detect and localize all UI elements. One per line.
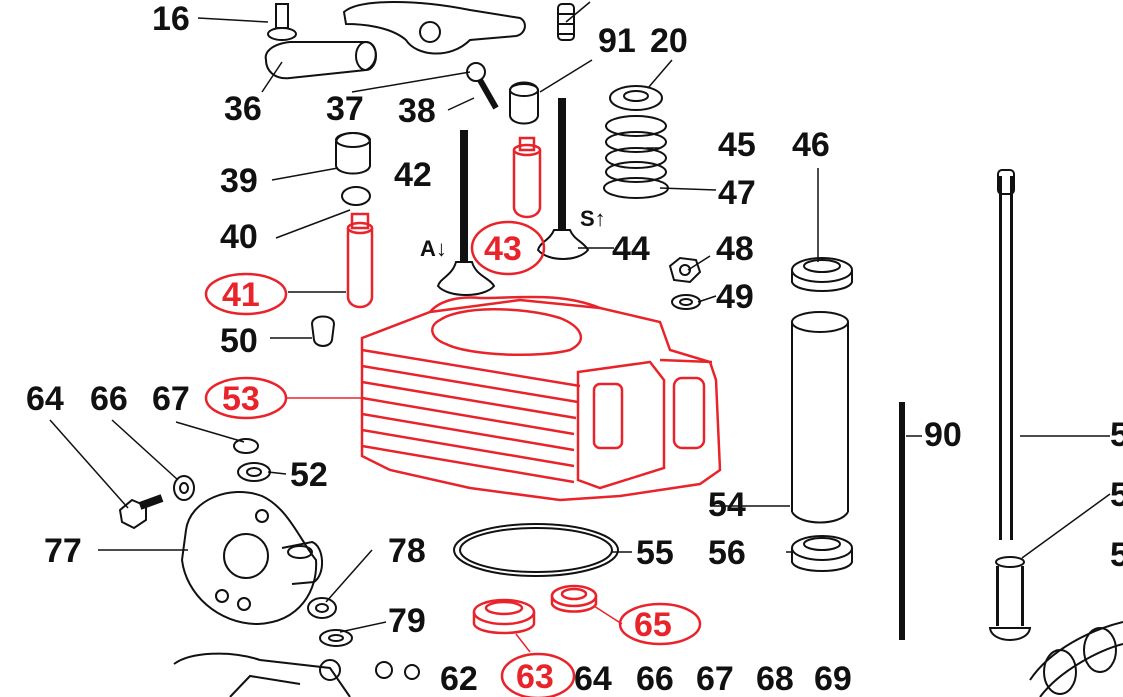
label-49: 49 <box>716 278 754 316</box>
seal-63 <box>472 598 536 635</box>
label-44: 44 <box>612 230 650 268</box>
label-69: 69 <box>814 660 852 697</box>
label-56: 56 <box>708 534 746 572</box>
valve-42 <box>436 130 496 296</box>
cap-39 <box>335 132 371 175</box>
cylinder-head-53 <box>360 295 722 502</box>
label-64-bottom: 64 <box>574 660 612 697</box>
callout-ring-43 <box>470 220 546 276</box>
washer-66 <box>173 475 195 501</box>
label-39: 39 <box>220 162 258 200</box>
label-91: 91 <box>598 22 636 60</box>
seal-78 <box>307 597 337 619</box>
gasket-55 <box>453 523 619 577</box>
label-48: 48 <box>716 230 754 268</box>
liner-54 <box>791 311 849 524</box>
label-52: 52 <box>290 456 328 494</box>
circlip-40 <box>341 186 371 206</box>
label-78: 78 <box>388 532 426 570</box>
callout-ring-41 <box>204 272 288 316</box>
adjust-screw-38 <box>466 62 499 110</box>
rocker-shaft-36 <box>264 41 377 80</box>
nut-48 <box>668 256 702 284</box>
label-46: 46 <box>792 126 830 164</box>
label-43: 43 <box>484 230 522 268</box>
label-68: 68 <box>756 660 794 697</box>
label-67-bottom: 67 <box>696 660 734 697</box>
washer-67-52 <box>233 438 271 482</box>
label-79: 79 <box>388 602 426 640</box>
label-20: 20 <box>650 22 688 60</box>
label-47: 47 <box>718 174 756 212</box>
label-45: 45 <box>718 126 756 164</box>
label-55: 55 <box>636 534 674 572</box>
label-5-lower: 5 <box>1110 536 1123 574</box>
lever-bottom <box>173 652 420 697</box>
label-40: 40 <box>220 218 258 256</box>
valve-spring-45 <box>603 115 669 199</box>
part-50 <box>310 315 336 347</box>
label-62: 62 <box>440 660 478 697</box>
cover-77 <box>180 491 323 626</box>
label-50: 50 <box>220 322 258 360</box>
leader-lines <box>49 1 1111 653</box>
label-66: 66 <box>90 380 128 418</box>
rocker-arm <box>342 1 526 55</box>
label-42: 42 <box>394 156 432 194</box>
seal-65 <box>550 584 598 613</box>
label-16: 16 <box>152 0 190 38</box>
tappet-5 <box>988 556 1032 641</box>
label-5-middle: 5 <box>1110 476 1123 514</box>
label-41: 41 <box>222 276 260 314</box>
label-54: 54 <box>708 486 746 524</box>
label-66-bottom: 66 <box>636 660 674 697</box>
bolt-64 <box>118 494 164 530</box>
exhaust-marker: S↑ <box>580 206 606 231</box>
pushrod-5 <box>997 169 1015 540</box>
label-90: 90 <box>924 416 962 454</box>
seal-56 <box>791 535 853 572</box>
valve-guide-41 <box>346 212 374 309</box>
spring-retainer-20 <box>609 85 663 111</box>
part-16 <box>267 3 297 41</box>
washer-79 <box>319 629 353 647</box>
callout-ring-65 <box>618 602 702 646</box>
label-38: 38 <box>398 92 436 130</box>
valve-44 <box>536 98 590 260</box>
label-64: 64 <box>26 380 64 418</box>
spring-top <box>557 3 575 41</box>
camshaft <box>1029 621 1123 697</box>
label-67: 67 <box>152 380 190 418</box>
label-65: 65 <box>634 606 672 644</box>
washer-49 <box>671 294 701 310</box>
label-36: 36 <box>224 90 262 128</box>
callout-ring-53 <box>204 376 288 420</box>
callout-ring-63 <box>500 652 576 697</box>
label-77: 77 <box>44 532 82 570</box>
valve-guide-43 <box>512 136 542 219</box>
label-5-upper: 5 <box>1110 416 1123 454</box>
intake-marker: A↓ <box>420 236 447 261</box>
label-53: 53 <box>222 380 260 418</box>
label-63: 63 <box>516 658 554 696</box>
label-37: 37 <box>326 90 364 128</box>
seal-46 <box>791 257 853 292</box>
valve-cap-91 <box>509 81 539 125</box>
